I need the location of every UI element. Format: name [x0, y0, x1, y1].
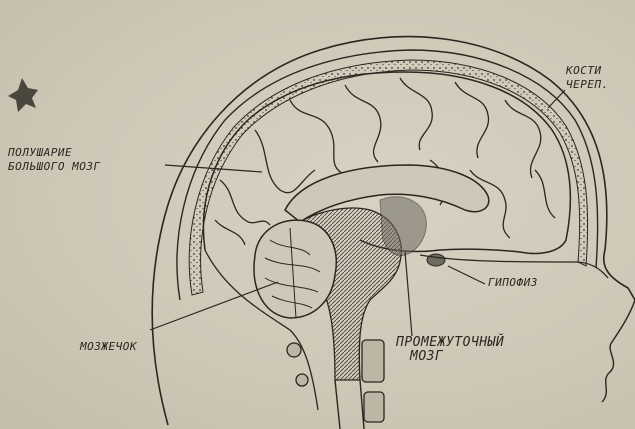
ink-blot	[8, 78, 38, 112]
hemisphere-label-line2: БОЛЬШОГО МОЗГ	[8, 160, 101, 174]
hemisphere-label: ПОЛУШАРИЕ БОЛЬШОГО МОЗГ	[8, 146, 101, 174]
skull-label-line1: КОСТИ	[566, 64, 609, 78]
diencephalon-label: ПРОМЕЖУТОЧНЫЙ МОЗГ	[396, 336, 504, 364]
diencephalon-label-line1: ПРОМЕЖУТОЧНЫЙ	[396, 336, 504, 350]
hemisphere-label-line1: ПОЛУШАРИЕ	[8, 146, 101, 160]
cerebellum	[254, 220, 336, 318]
diencephalon-label-line2: МОЗГ	[396, 350, 504, 364]
face-profile	[602, 300, 635, 402]
skull-label: КОСТИ ЧЕРЕП.	[566, 64, 609, 92]
pituitary-label: ГИПОФИЗ	[488, 276, 538, 290]
spinal-cord	[335, 380, 364, 429]
pituitary-gland	[427, 254, 445, 266]
skull-label-line2: ЧЕРЕП.	[566, 78, 609, 92]
diencephalon-region	[380, 197, 426, 256]
cerebellum-label: МОЗЖЕЧОК	[80, 340, 137, 354]
